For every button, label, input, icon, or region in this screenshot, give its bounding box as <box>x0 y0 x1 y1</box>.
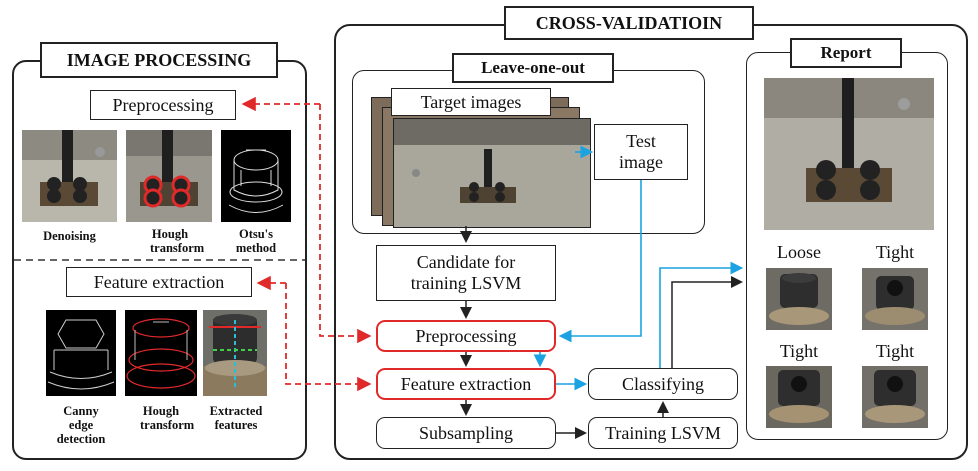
ip-feature-extraction-box: Feature extraction <box>66 267 252 297</box>
caption-hough-transform-2: Hough transform <box>140 404 195 432</box>
report-title: Report <box>790 38 902 68</box>
report-main-image <box>764 78 934 230</box>
report-label-4: Tight <box>875 341 915 361</box>
caption-canny: Canny edge detection <box>56 404 106 446</box>
denoising-image <box>22 130 117 222</box>
candidate-line1: Candidate for <box>416 252 516 272</box>
cross-validation-title: CROSS-VALIDATIOIN <box>504 6 754 40</box>
caption-denoising: Denoising <box>43 229 96 243</box>
extracted-features-image <box>203 310 267 396</box>
hough-transform-2-image <box>125 310 197 396</box>
test-image-box: Test image <box>594 124 688 180</box>
report-bolt-loose-image <box>766 268 832 330</box>
report-bolt-tight-2-image <box>766 366 832 428</box>
test-image-line2: image <box>619 152 663 172</box>
report-bolt-tight-3-image <box>862 366 928 428</box>
hough-transform-image <box>126 130 212 222</box>
ip-preprocessing-box: Preprocessing <box>90 90 236 120</box>
subsampling-box: Subsampling <box>376 417 556 449</box>
cv-preprocessing-box: Preprocessing <box>376 320 556 352</box>
training-lsvm-box: Training LSVM <box>588 417 738 449</box>
report-label-1: Loose <box>777 242 821 262</box>
image-processing-title: IMAGE PROCESSING <box>40 42 278 78</box>
classifying-box: Classifying <box>588 368 738 400</box>
candidate-box: Candidate for training LSVM <box>376 245 556 301</box>
leave-one-out-title: Leave-one-out <box>452 53 614 83</box>
caption-extracted-features: Extracted features <box>209 404 263 432</box>
target-image-front <box>393 118 591 228</box>
candidate-line2: training LSVM <box>410 273 522 293</box>
report-label-2: Tight <box>875 242 915 262</box>
report-bolt-tight-1-image <box>862 268 928 330</box>
target-images-label: Target images <box>391 88 551 116</box>
otsu-image <box>221 130 291 222</box>
caption-otsu: Otsu's method <box>235 227 277 255</box>
report-label-3: Tight <box>779 341 819 361</box>
test-image-line1: Test <box>626 131 656 151</box>
image-processing-panel <box>12 60 307 460</box>
cv-feature-extraction-box: Feature extraction <box>376 368 556 400</box>
canny-image <box>46 310 116 396</box>
caption-hough-transform: Hough transform <box>150 227 205 255</box>
